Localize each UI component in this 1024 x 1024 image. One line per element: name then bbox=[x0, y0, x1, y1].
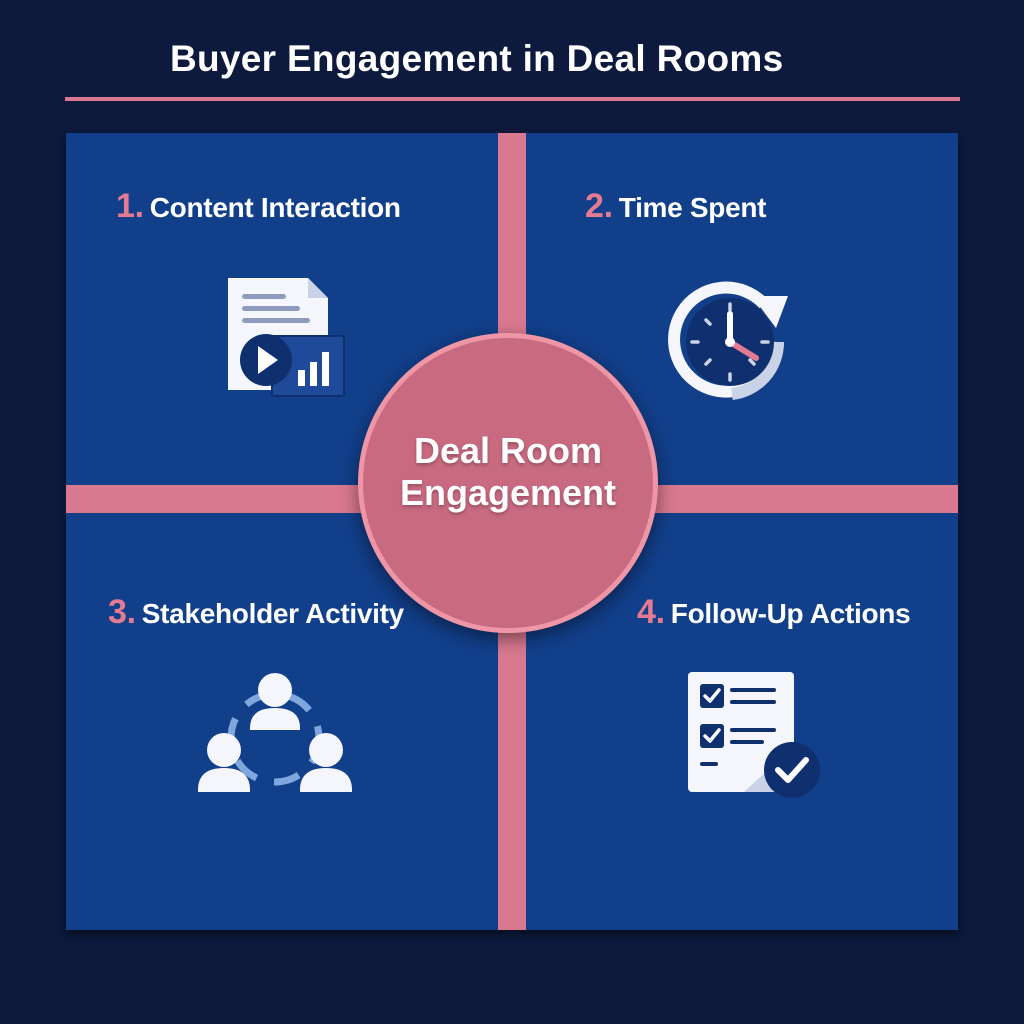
center-label-line2: Engagement bbox=[399, 472, 617, 513]
clock-refresh-icon bbox=[668, 281, 788, 400]
title-divider bbox=[65, 97, 960, 101]
checklist-icon bbox=[688, 672, 820, 798]
quadrant-1-label: Content Interaction bbox=[149, 192, 401, 223]
quadrant-4-heading: 4.Follow-Up Actions bbox=[637, 593, 911, 632]
quadrant-1-number: 1. bbox=[116, 187, 144, 225]
quadrant-3-label: Stakeholder Activity bbox=[141, 598, 404, 629]
center-hub-circle: Deal Room Engagement bbox=[358, 333, 658, 633]
quadrant-2-number: 2. bbox=[585, 187, 613, 225]
page-title: Buyer Engagement in Deal Rooms bbox=[170, 38, 784, 79]
quadrant-1-heading: 1.Content Interaction bbox=[116, 187, 401, 226]
quadrant-3-number: 3. bbox=[108, 593, 136, 631]
document-video-chart-icon bbox=[228, 278, 345, 397]
stakeholder-group-icon bbox=[198, 673, 352, 792]
quadrant-3-heading: 3.Stakeholder Activity bbox=[108, 593, 404, 632]
quadrant-4-label: Follow-Up Actions bbox=[670, 598, 911, 629]
quadrant-2-label: Time Spent bbox=[618, 192, 767, 223]
center-label-line1: Deal Room bbox=[413, 430, 603, 471]
quadrant-4-number: 4. bbox=[637, 593, 665, 631]
quadrant-2-heading: 2.Time Spent bbox=[585, 187, 766, 226]
